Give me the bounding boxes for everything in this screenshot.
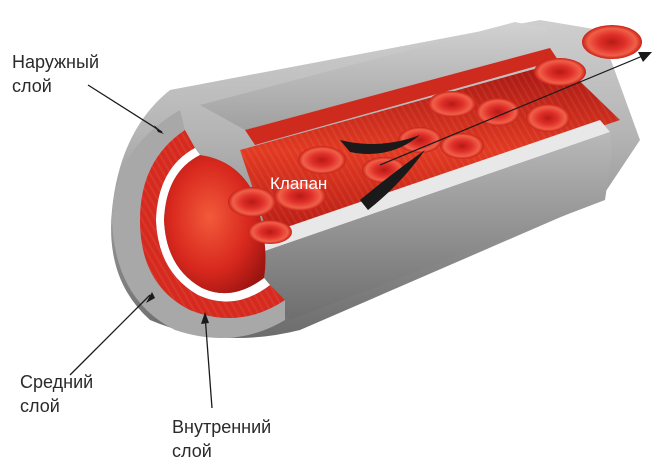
- label-inner-layer-line2: слой: [172, 439, 271, 463]
- label-inner-layer-line1: Внутренний: [172, 415, 271, 439]
- label-outer-layer: Наружный слой: [12, 50, 99, 98]
- label-middle-layer: Средний слой: [20, 370, 93, 418]
- label-outer-layer-line1: Наружный: [12, 50, 99, 74]
- label-outer-layer-line2: слой: [12, 74, 99, 98]
- label-middle-layer-line1: Средний: [20, 370, 93, 394]
- label-valve: Клапан: [270, 172, 327, 196]
- label-middle-layer-line2: слой: [20, 394, 93, 418]
- label-inner-layer: Внутренний слой: [172, 415, 271, 463]
